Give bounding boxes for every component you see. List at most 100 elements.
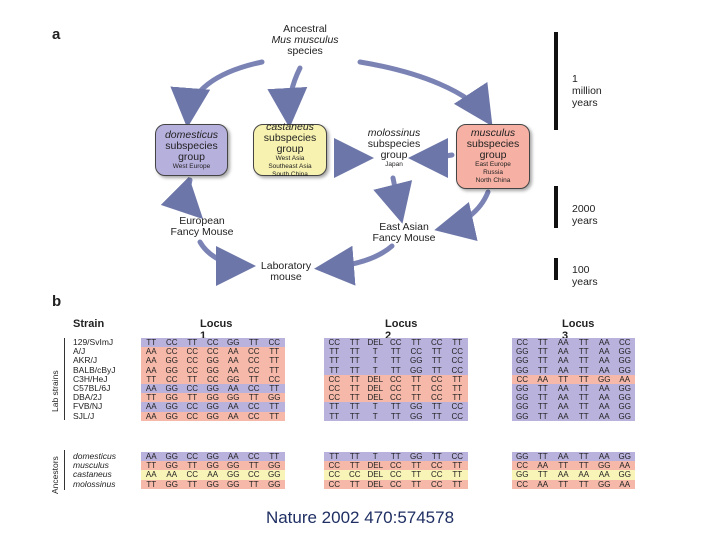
genotype-cell: TT — [349, 402, 360, 412]
genotype-cell: AA — [619, 479, 631, 489]
citation-caption: Nature 2002 470:574578 — [265, 508, 455, 527]
genotype-cell: TT — [558, 374, 569, 384]
phylogeny-arrows — [160, 59, 493, 286]
genotype-cell: AA — [166, 470, 178, 480]
genotype-cell: CC — [516, 479, 529, 489]
genotype-cell: CC — [328, 470, 341, 480]
genotype-cell: CC — [206, 338, 219, 347]
timescale-label: 100 years — [572, 264, 598, 288]
genotype-cell: TT — [452, 374, 463, 384]
genotype-cell: TT — [349, 347, 360, 357]
genotype-cell: CC — [430, 338, 443, 347]
genotype-cell: CC — [430, 393, 443, 403]
genotype-cell: TT — [349, 411, 360, 421]
strain-name: musculus — [73, 460, 109, 471]
genotype-cell: AA — [619, 374, 631, 384]
locus-3-header: Locus 3 — [562, 318, 595, 342]
genotype-cell: AA — [557, 470, 569, 480]
genotype-cell: TT — [537, 411, 548, 421]
timebar-2000 — [554, 186, 558, 228]
genotype-cell: DEL — [367, 338, 384, 347]
genotype-cell: T — [372, 347, 378, 357]
genotype-cell: CC — [430, 374, 443, 384]
strain-header: Strain — [73, 318, 105, 330]
genotype-cell: GG — [165, 402, 178, 412]
genotype-cell: T — [372, 402, 378, 412]
genotype-cell: TT — [578, 356, 589, 366]
genotype-cell: TT — [146, 393, 157, 403]
genotype-cell: TT — [269, 347, 280, 357]
arrow-to-musculus — [357, 59, 493, 127]
genotype-cell: GG — [227, 338, 240, 347]
strain-name: DBA/2J — [73, 392, 102, 403]
genotype-cell: CC — [389, 461, 402, 471]
genotype-cell: AA — [145, 402, 157, 412]
genotype-cell: AA — [227, 452, 239, 461]
domesticus-group-box: domesticus subspecies group West Europe — [155, 124, 228, 176]
genotype-cell: GG — [516, 402, 529, 412]
genotype-cell: AA — [598, 470, 610, 480]
genotype-cell: CC — [186, 356, 199, 366]
genotype-cell: GG — [516, 356, 529, 366]
genotype-cell: CC — [247, 452, 260, 461]
genotype-cell: TT — [349, 452, 360, 461]
genotype-cell: CC — [247, 411, 260, 421]
genotype-cell: TT — [390, 365, 401, 375]
genotype-cell: CC — [186, 383, 199, 393]
arrow-to-domesticus — [170, 59, 265, 128]
genotype-cell: T — [372, 452, 378, 461]
genotype-cell: TT — [349, 479, 360, 489]
genotype-cell: AA — [598, 402, 610, 412]
group-name: musculus — [470, 127, 516, 139]
label-line: Fancy Mouse — [372, 232, 436, 244]
genotype-cell: CC — [618, 338, 631, 347]
arrow-musculus-to-molossinus — [408, 137, 455, 178]
genotype-cell: GG — [206, 365, 219, 375]
genotype-cell: AA — [598, 338, 610, 347]
genotype-cell: AA — [227, 402, 239, 412]
genotype-cell: TT — [248, 338, 259, 347]
group-line: subspecies — [263, 131, 317, 144]
genotype-cell: CC — [451, 347, 464, 357]
timebar-1-million — [554, 32, 558, 130]
genotype-cell: GG — [410, 452, 423, 461]
genotype-cell: TT — [269, 411, 280, 421]
arrow-musculus-to-east-asian — [434, 189, 491, 242]
genotype-cell: TT — [558, 479, 569, 489]
genotype-cell: GG — [598, 479, 611, 489]
genotype-cell: GG — [618, 402, 631, 412]
arrow-to-european-fancy — [160, 176, 204, 220]
group-name: castaneus — [266, 120, 314, 133]
lab-strains-label: Lab strains — [50, 370, 60, 412]
genotype-cell: TT — [537, 402, 548, 412]
genotype-cell: TT — [248, 479, 259, 489]
panel-b-label: b — [52, 293, 62, 310]
genotype-cell: CC — [186, 347, 199, 357]
group-line: group — [479, 149, 507, 161]
genotype-cell: AA — [145, 365, 157, 375]
genotype-cell: CC — [328, 393, 341, 403]
genotype-cell: AA — [227, 347, 239, 357]
genotype-cell: GG — [165, 356, 178, 366]
genotype-cell: TT — [558, 461, 569, 471]
region-label: West Asia — [275, 154, 305, 162]
arrow-to-castaneus — [267, 65, 308, 128]
genotype-cell: CC — [389, 338, 402, 347]
genotype-cell: DEL — [367, 383, 384, 393]
genotype-cell: AA — [227, 356, 239, 366]
genotype-cell: GG — [268, 470, 281, 480]
strain-name: SJL/J — [73, 410, 95, 421]
genotype-cell: GG — [516, 383, 529, 393]
region-label: West Europe — [172, 162, 211, 170]
